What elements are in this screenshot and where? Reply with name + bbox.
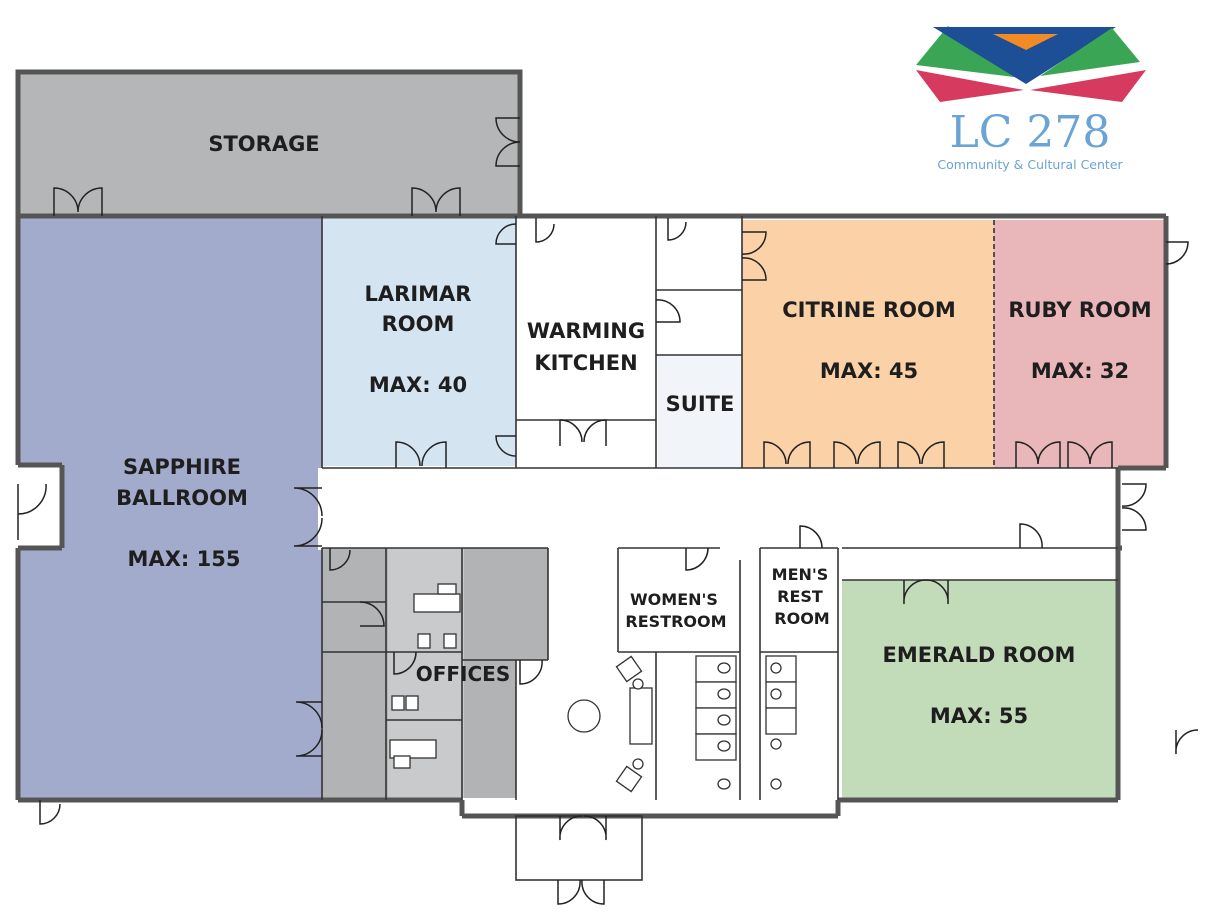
walls (15, 69, 1169, 819)
interior-walls (321, 216, 1118, 881)
emerald-capacity: MAX: 55 (930, 704, 1028, 728)
larimar-room (322, 218, 516, 466)
larimar-label-line1: LARIMAR (365, 282, 472, 306)
citrine-room (742, 220, 994, 468)
office-furniture (389, 583, 461, 769)
restroom-fixtures (695, 655, 797, 790)
storage-label: STORAGE (208, 132, 319, 156)
citrine-capacity: MAX: 45 (820, 359, 918, 383)
sapphire-ballroom (18, 216, 322, 800)
kitchen-label-line2: KITCHEN (534, 351, 637, 375)
emerald-room (842, 580, 1116, 798)
sapphire-label-line2: BALLROOM (116, 486, 248, 510)
logo-red-left (916, 70, 1024, 102)
womens-restroom-line1: WOMEN'S (630, 590, 718, 609)
mens-restroom-line1: MEN'S (772, 565, 829, 584)
sapphire-capacity: MAX: 155 (128, 547, 241, 571)
sapphire-label-line1: SAPPHIRE (123, 455, 241, 479)
larimar-label-line2: ROOM (382, 312, 455, 336)
suite-room (658, 355, 742, 467)
citrine-label: CITRINE ROOM (782, 298, 956, 322)
warming-kitchen (516, 218, 656, 468)
logo-title: LC 278 (950, 107, 1111, 158)
offices-label: OFFICES (416, 662, 511, 686)
logo-green-right (1040, 28, 1140, 76)
lc278-logo: LC 278 Community & Cultural Center (916, 26, 1146, 172)
ruby-capacity: MAX: 32 (1031, 359, 1129, 383)
mens-restroom-line2: REST (777, 587, 823, 606)
mens-restroom-line3: ROOM (774, 609, 829, 628)
logo-blue-wing (933, 27, 1116, 84)
ruby-label: RUBY ROOM (1008, 298, 1151, 322)
lobby-furniture (567, 655, 653, 793)
logo-subtitle: Community & Cultural Center (937, 157, 1123, 172)
logo-red-right (1030, 70, 1146, 102)
ruby-room (994, 220, 1164, 468)
womens-restroom-line2: RESTROOM (625, 612, 726, 631)
emerald-label: EMERALD ROOM (883, 643, 1076, 667)
suite-label: SUITE (666, 392, 735, 416)
logo-orange-mark (993, 34, 1058, 50)
doors (17, 117, 1199, 905)
kitchen-label-line1: WARMING (527, 319, 645, 343)
larimar-capacity: MAX: 40 (369, 373, 467, 397)
